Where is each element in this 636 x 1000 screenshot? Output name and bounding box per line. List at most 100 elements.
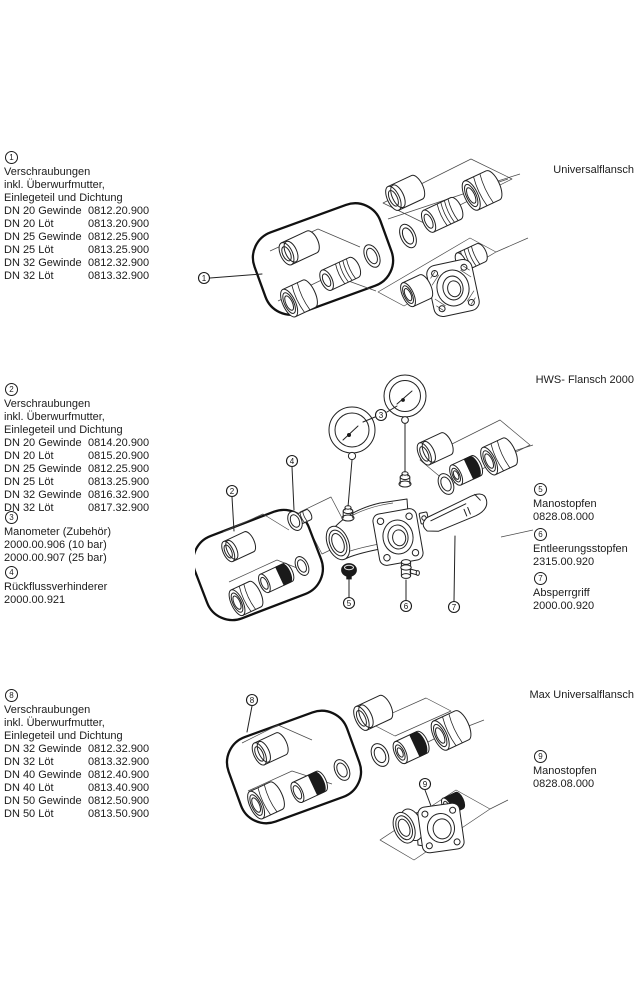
item-7-name: Absperrgriff <box>533 587 590 599</box>
universalflansch-exploded-diagram: 1 <box>197 158 529 318</box>
item-2-desc2: Einlegeteil und Dichtung <box>4 424 123 436</box>
row-part: 0813.32.900 <box>88 756 150 768</box>
union-nut-part <box>480 437 518 476</box>
section-title-universalflansch: Universalflansch <box>553 164 634 176</box>
row-label: DN 20 Löt <box>4 450 54 462</box>
table-row: DN 25 Gewinde 0812.25.900 <box>4 231 149 244</box>
row-label: DN 32 Löt <box>4 270 54 282</box>
callout-8-number: 8 <box>250 696 255 705</box>
table-row: DN 32 Gewinde 0812.32.900 <box>4 743 149 756</box>
fitting-group-frame <box>195 508 324 622</box>
row-part: 0813.25.900 <box>88 244 150 256</box>
union-nut-part <box>280 279 318 318</box>
row-part: 0815.20.900 <box>88 450 150 462</box>
row-part: 0814.20.900 <box>88 437 150 449</box>
hws-flansch-exploded-diagram: 2 4 3 5 6 7 <box>195 374 534 622</box>
callout-1-leader <box>209 273 263 279</box>
threaded-plug-part <box>392 730 430 765</box>
row-part: 0812.50.900 <box>88 795 150 807</box>
item-8-name: Verschraubungen <box>4 704 91 716</box>
callout-4-circle <box>285 454 299 468</box>
union-nut-part <box>228 580 264 617</box>
gauge-port <box>398 471 412 488</box>
table-row: DN 32 Löt 0813.32.900 <box>4 756 149 769</box>
callout-5-circle <box>342 596 356 610</box>
section-title-max-universalflansch: Max Universalflansch <box>529 689 634 701</box>
callout-7-leader <box>453 535 456 602</box>
table-row: DN 20 Löt 0815.20.900 <box>4 450 149 463</box>
threaded-nipple-part <box>290 770 328 804</box>
callout-1-circle <box>197 271 211 285</box>
callout-3-circle <box>374 408 388 422</box>
callout-2-circle <box>225 484 239 498</box>
parts-list-5: 5 Manostopfen 0828.08.000 <box>533 483 597 524</box>
row-part: 0812.40.900 <box>88 769 150 781</box>
parts-list-6: 6 Entleerungsstopfen 2315.00.920 <box>533 528 628 569</box>
callout-7-circle <box>447 600 461 614</box>
row-part: 0812.32.900 <box>88 743 150 755</box>
table-row: DN 50 Gewinde 0812.50.900 <box>4 795 149 808</box>
row-label: DN 40 Gewinde <box>4 769 82 781</box>
manometer-gauge <box>383 374 427 424</box>
callout-2-badge: 2 <box>5 383 18 396</box>
max-universalflansch-exploded-diagram: 8 9 <box>225 693 509 861</box>
backflow-preventer-part <box>287 509 313 531</box>
item-5-line1: 0828.08.000 <box>533 511 595 523</box>
shutoff-handle-part <box>422 493 488 532</box>
row-part: 0813.25.900 <box>88 476 150 488</box>
item-2-desc1: inkl. Überwurfmutter, <box>4 411 105 423</box>
item-2-name: Verschraubungen <box>4 398 91 410</box>
row-label: DN 20 Gewinde <box>4 437 82 449</box>
parts-table-8: DN 32 Gewinde 0812.32.900 DN 32 Löt 0813.3… <box>4 743 149 821</box>
row-part: 0812.20.900 <box>88 205 150 217</box>
gasket-ring-part <box>370 743 390 767</box>
manometer-gauge <box>328 406 376 461</box>
item-1-desc2: Einlegeteil und Dichtung <box>4 192 123 204</box>
section-title-hws-flansch: HWS- Flansch 2000 <box>535 374 634 386</box>
gasket-ring-part <box>437 473 455 495</box>
union-nut-part <box>430 710 472 751</box>
row-label: DN 50 Löt <box>4 808 54 820</box>
row-part: 0813.20.900 <box>88 218 150 230</box>
item-8-desc1: inkl. Überwurfmutter, <box>4 717 105 729</box>
union-nut-part <box>461 170 503 211</box>
callout-7-number: 7 <box>452 603 457 612</box>
callout-3-leader <box>362 405 398 423</box>
callout-1-badge: 1 <box>5 151 18 164</box>
callout-3-number: 3 <box>379 411 384 420</box>
parts-list-8: 8 Verschraubungen inkl. Überwurfmutter, … <box>4 689 149 821</box>
threaded-nipple-part <box>258 562 295 594</box>
threaded-nipple-part <box>319 256 362 291</box>
callout-4-number: 4 <box>290 457 295 466</box>
table-row: DN 20 Gewinde 0814.20.900 <box>4 437 149 450</box>
item-3-name: Manometer (Zubehör) <box>4 526 111 538</box>
valve-body-part <box>325 471 430 566</box>
item-9-name: Manostopfen <box>533 765 597 777</box>
sleeve-part <box>278 230 320 266</box>
item-5-name: Manostopfen <box>533 498 597 510</box>
callout-2-number: 2 <box>230 487 235 496</box>
callout-8-badge: 8 <box>5 689 18 702</box>
row-label: DN 32 Gewinde <box>4 743 82 755</box>
sleeve-part <box>221 531 257 563</box>
row-part: 0813.40.900 <box>88 782 150 794</box>
item-6-name: Entleerungsstopfen <box>533 543 628 555</box>
row-label: DN 32 Löt <box>4 756 54 768</box>
callout-8-circle <box>245 693 259 707</box>
callout-1-number: 1 <box>202 274 207 283</box>
union-nut-part <box>247 781 285 820</box>
row-label: DN 50 Gewinde <box>4 795 82 807</box>
row-part: 0812.25.900 <box>88 231 150 243</box>
row-part: 0812.32.900 <box>88 257 150 269</box>
gasket-ring-part <box>399 223 417 249</box>
row-label: DN 25 Gewinde <box>4 231 82 243</box>
